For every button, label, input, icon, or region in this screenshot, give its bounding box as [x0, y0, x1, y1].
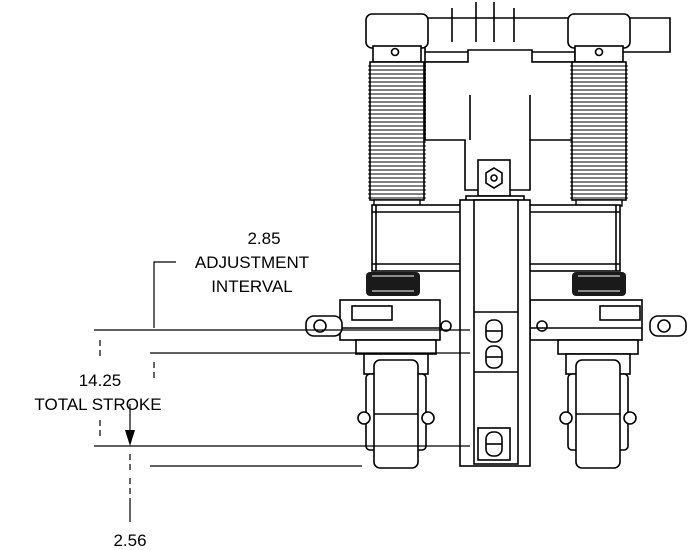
- bottom-offset-value-label: 2.56: [113, 531, 146, 550]
- adjustment-title-line2: INTERVAL: [211, 277, 293, 296]
- right-caster: [557, 339, 639, 469]
- stroke-arrow-head: [125, 430, 135, 446]
- left-bellows: [368, 61, 426, 207]
- central-column: [459, 159, 531, 467]
- cross-beam: [305, 299, 687, 341]
- right-adjuster-ring: [572, 272, 626, 296]
- total-stroke-value-label: 14.25: [79, 371, 122, 390]
- adjustment-leader: [153, 261, 176, 328]
- adjustment-value-label: 2.85: [247, 229, 280, 248]
- right-cylinder-cap: [567, 13, 631, 63]
- left-adjuster-ring: [366, 272, 420, 296]
- total-stroke-label: TOTAL STROKE: [34, 395, 161, 414]
- adjustment-title-line1: ADJUSTMENT: [195, 253, 309, 272]
- left-caster: [355, 339, 437, 469]
- dimension-lines: [94, 261, 470, 522]
- left-cylinder-cap: [365, 13, 429, 63]
- right-bellows: [570, 61, 628, 207]
